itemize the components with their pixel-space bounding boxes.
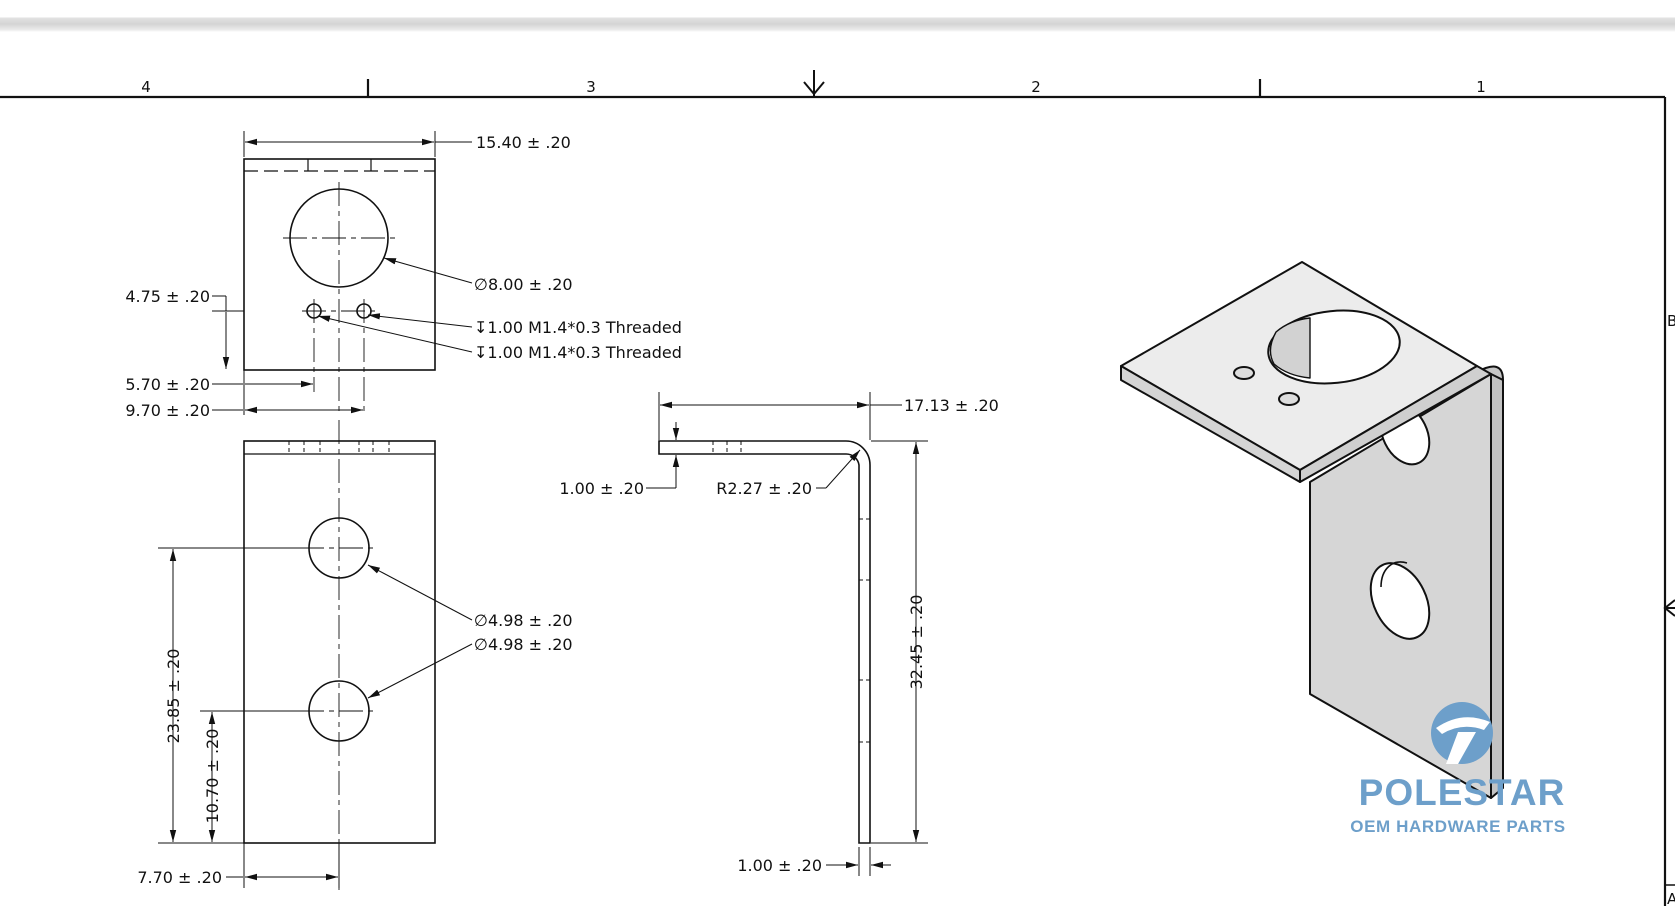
dim-hole-spacing: 23.85 ± .20 xyxy=(164,649,183,744)
dim-thickness-bottom: 1.00 ± .20 xyxy=(737,856,822,875)
dim-leg-height: 32.45 ± .20 xyxy=(907,595,926,690)
dim-hole-diameter-2: ∅4.98 ± .20 xyxy=(474,635,573,654)
front-view-dimensions xyxy=(158,547,473,888)
dim-hole-center-x: 7.70 ± .20 xyxy=(137,868,222,887)
iso-hole-lower xyxy=(1369,562,1431,640)
side-view-dimensions xyxy=(646,392,928,876)
window-top-bar xyxy=(0,0,1675,32)
dim-tap-hole-2: ↧1.00 M1.4*0.3 Threaded xyxy=(474,343,682,362)
side-view xyxy=(658,440,871,844)
front-view-outline xyxy=(243,440,436,844)
side-view-profile xyxy=(658,440,871,844)
zone-label-2: 2 xyxy=(1031,78,1041,96)
top-view-dimensions xyxy=(212,131,473,415)
polestar-logo: POLESTAR OEM HARDWARE PARTS xyxy=(1350,702,1565,836)
front-view xyxy=(243,440,436,844)
dim-tap-x2: 9.70 ± .20 xyxy=(125,401,210,420)
dim-big-hole-diameter: ∅8.00 ± .20 xyxy=(474,275,573,294)
iso-tap-hole-1 xyxy=(1233,366,1255,380)
zone-label-a: A xyxy=(1667,890,1675,906)
centering-arrow-icon xyxy=(803,70,1675,617)
zone-label-4: 4 xyxy=(141,78,151,96)
top-view-outline xyxy=(243,158,436,371)
zone-label-3: 3 xyxy=(586,78,596,96)
front-view-centerlines xyxy=(300,420,378,890)
drawing-frame xyxy=(0,79,1675,906)
logo-name: POLESTAR xyxy=(1359,772,1566,813)
dim-hole-lower: 10.70 ± .20 xyxy=(203,729,222,824)
dim-tap-y: 4.75 ± .20 xyxy=(125,287,210,306)
dim-hole-diameter-1: ∅4.98 ± .20 xyxy=(474,611,573,630)
dim-tap-hole-1: ↧1.00 M1.4*0.3 Threaded xyxy=(474,318,682,337)
isometric-view xyxy=(1120,261,1504,799)
dim-tap-x1: 5.70 ± .20 xyxy=(125,375,210,394)
zone-label-1: 1 xyxy=(1476,78,1486,96)
zone-label-b: B xyxy=(1667,312,1675,330)
dim-top-width: 15.40 ± .20 xyxy=(476,133,571,152)
dim-bend-radius: R2.27 ± .20 xyxy=(716,479,812,498)
iso-tap-hole-2 xyxy=(1278,392,1300,406)
logo-tagline: OEM HARDWARE PARTS xyxy=(1350,817,1565,836)
top-view-centerlines xyxy=(283,182,396,415)
dim-flange-length: 17.13 ± .20 xyxy=(904,396,999,415)
dim-thickness-top: 1.00 ± .20 xyxy=(559,479,644,498)
